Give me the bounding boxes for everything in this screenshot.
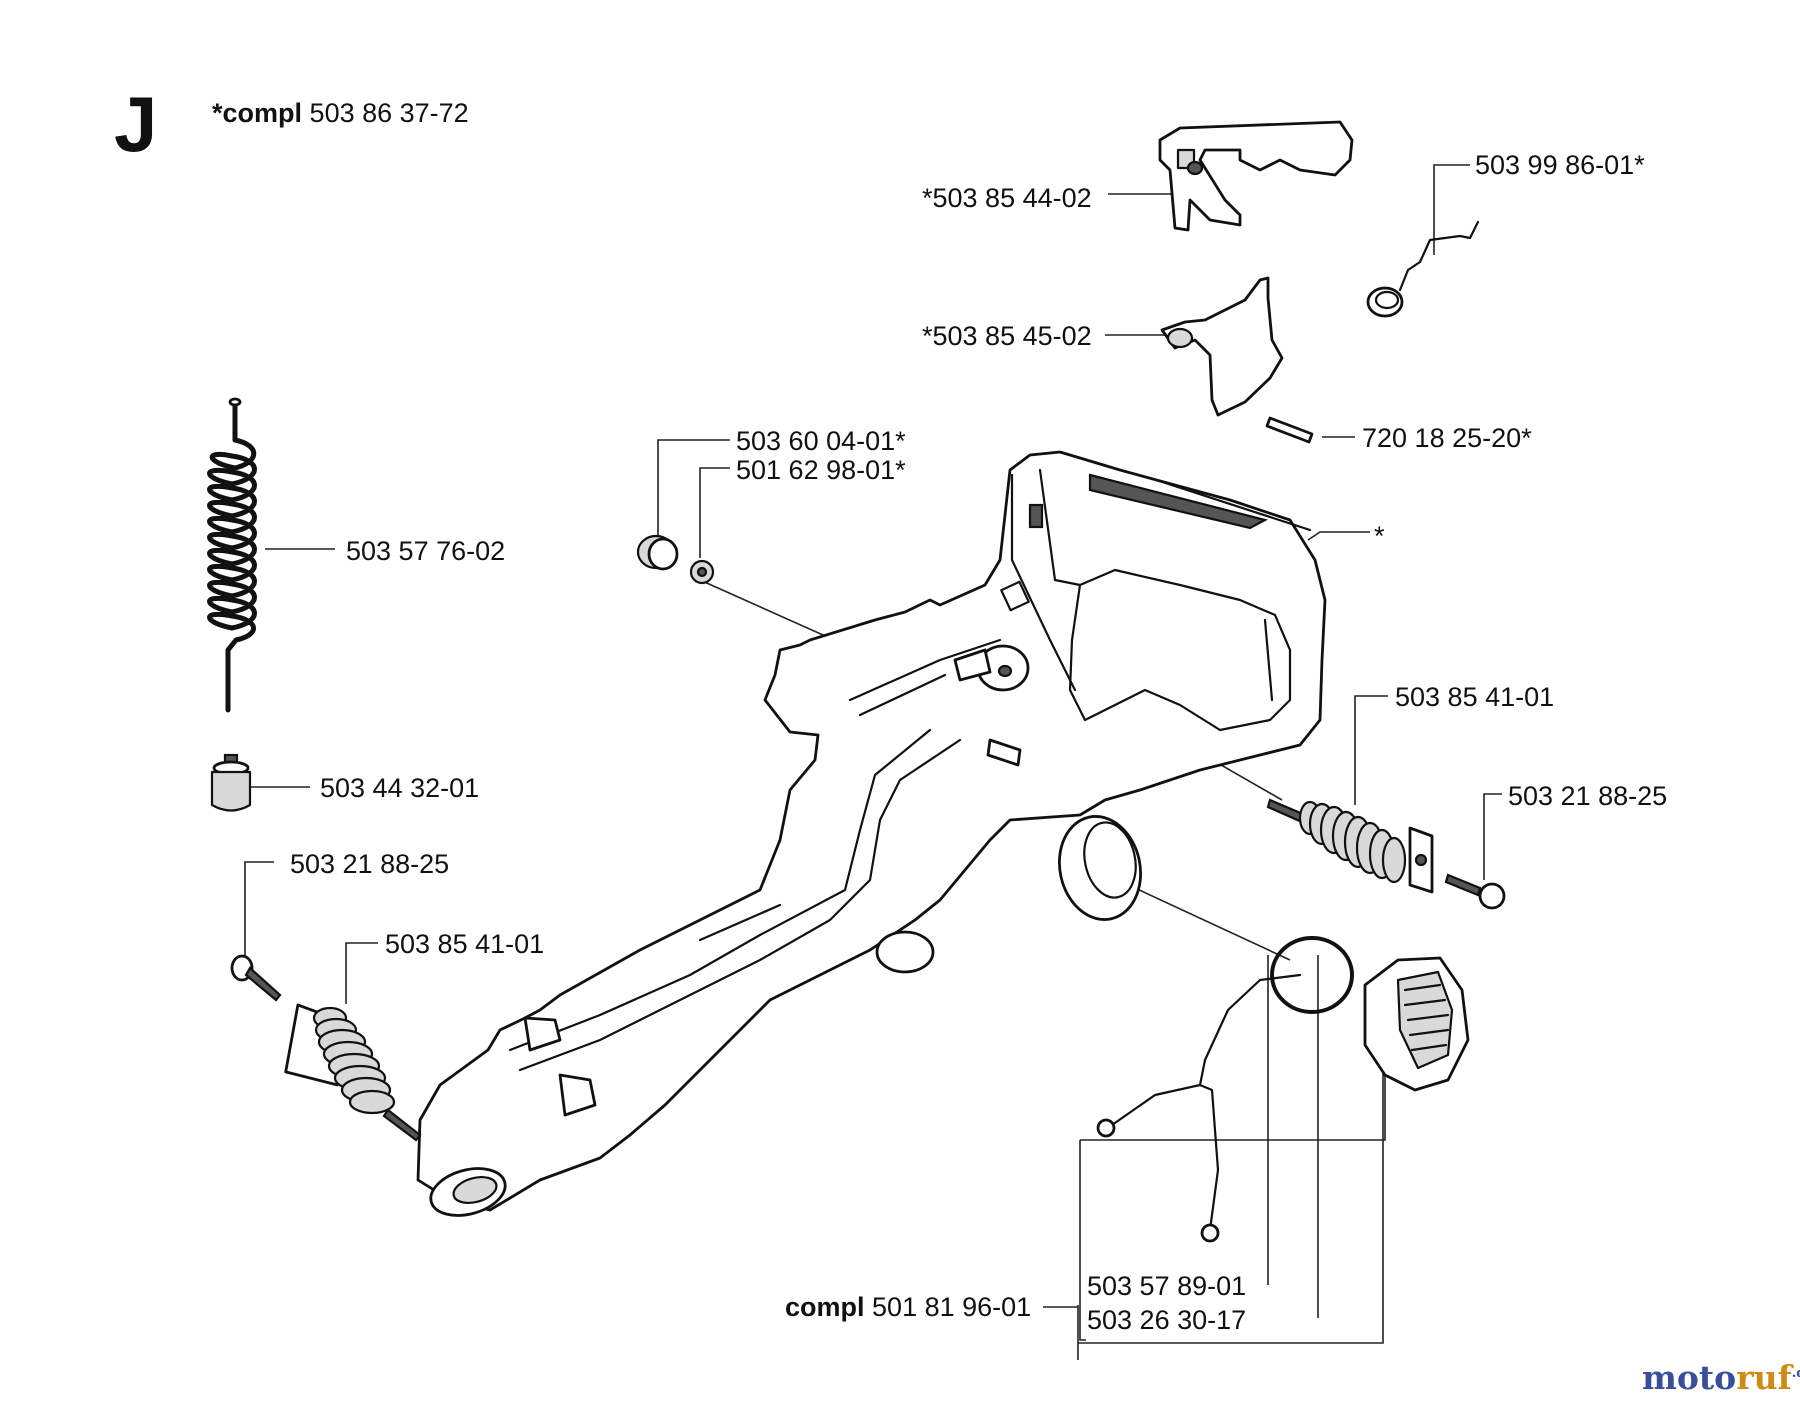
fuel-filter-part [210,753,252,812]
fuel-cap-assembly-number: 501 81 96-01 [872,1292,1032,1322]
fuel-cap-assembly-label: compl 501 81 96-01 [785,1291,1031,1323]
fuel-cap-assembly-prefix: compl [785,1292,865,1322]
throttle-lockout-part [1160,276,1284,417]
label-trigger-lever: *503 85 44-02 [922,183,1092,213]
fuel-cap-retainer-part [1096,973,1302,1243]
av-element-left-part [284,1003,422,1142]
screw-left-part [230,954,282,1002]
label-bushing: 501 62 98-01* [736,455,906,485]
bushing-part [689,559,715,585]
label-throttle-lockout: *503 85 45-02 [922,321,1092,351]
plug-part [636,534,679,571]
label-throttle-spring: 503 99 86-01* [1475,150,1645,180]
label-screw-right: 503 21 88-25 [1508,781,1668,811]
label-pin: 720 18 25-20* [1362,423,1532,453]
assembly-prefix: *compl [212,98,303,128]
assembly-label: *compl 503 86 37-72 [212,97,469,129]
label-fuel-hose: 503 57 76-02 [346,536,506,566]
label-fuel-cap-retainer: 503 57 89-01 [1087,1271,1247,1301]
label-screw-left: 503 21 88-25 [290,849,450,879]
leader-lines [244,164,1502,1360]
label-handle: * [1374,521,1385,551]
pin-part [1265,416,1314,444]
watermark-logo: motoruf.de [1642,1358,1800,1397]
label-fuel-cap-oring: 503 26 30-17 [1087,1305,1247,1335]
throttle-spring-part [1366,220,1480,318]
section-letter: J [114,80,158,168]
label-plug: 503 60 04-01* [736,426,906,456]
label-fuel-filter: 503 44 32-01 [320,773,480,803]
trigger-lever-part [1158,120,1354,232]
rear-handle-housing [416,450,1327,1217]
assembly-number: 503 86 37-72 [309,98,469,128]
label-av-element-left: 503 85 41-01 [385,929,545,959]
av-element-right-part [1266,798,1434,894]
label-av-element-right: 503 85 41-01 [1395,682,1555,712]
fuel-cap-oring-part [1270,936,1354,1014]
fuel-cap-part [1363,956,1470,1092]
screw-right-part [1444,873,1506,910]
fuel-hose-part [207,397,257,713]
